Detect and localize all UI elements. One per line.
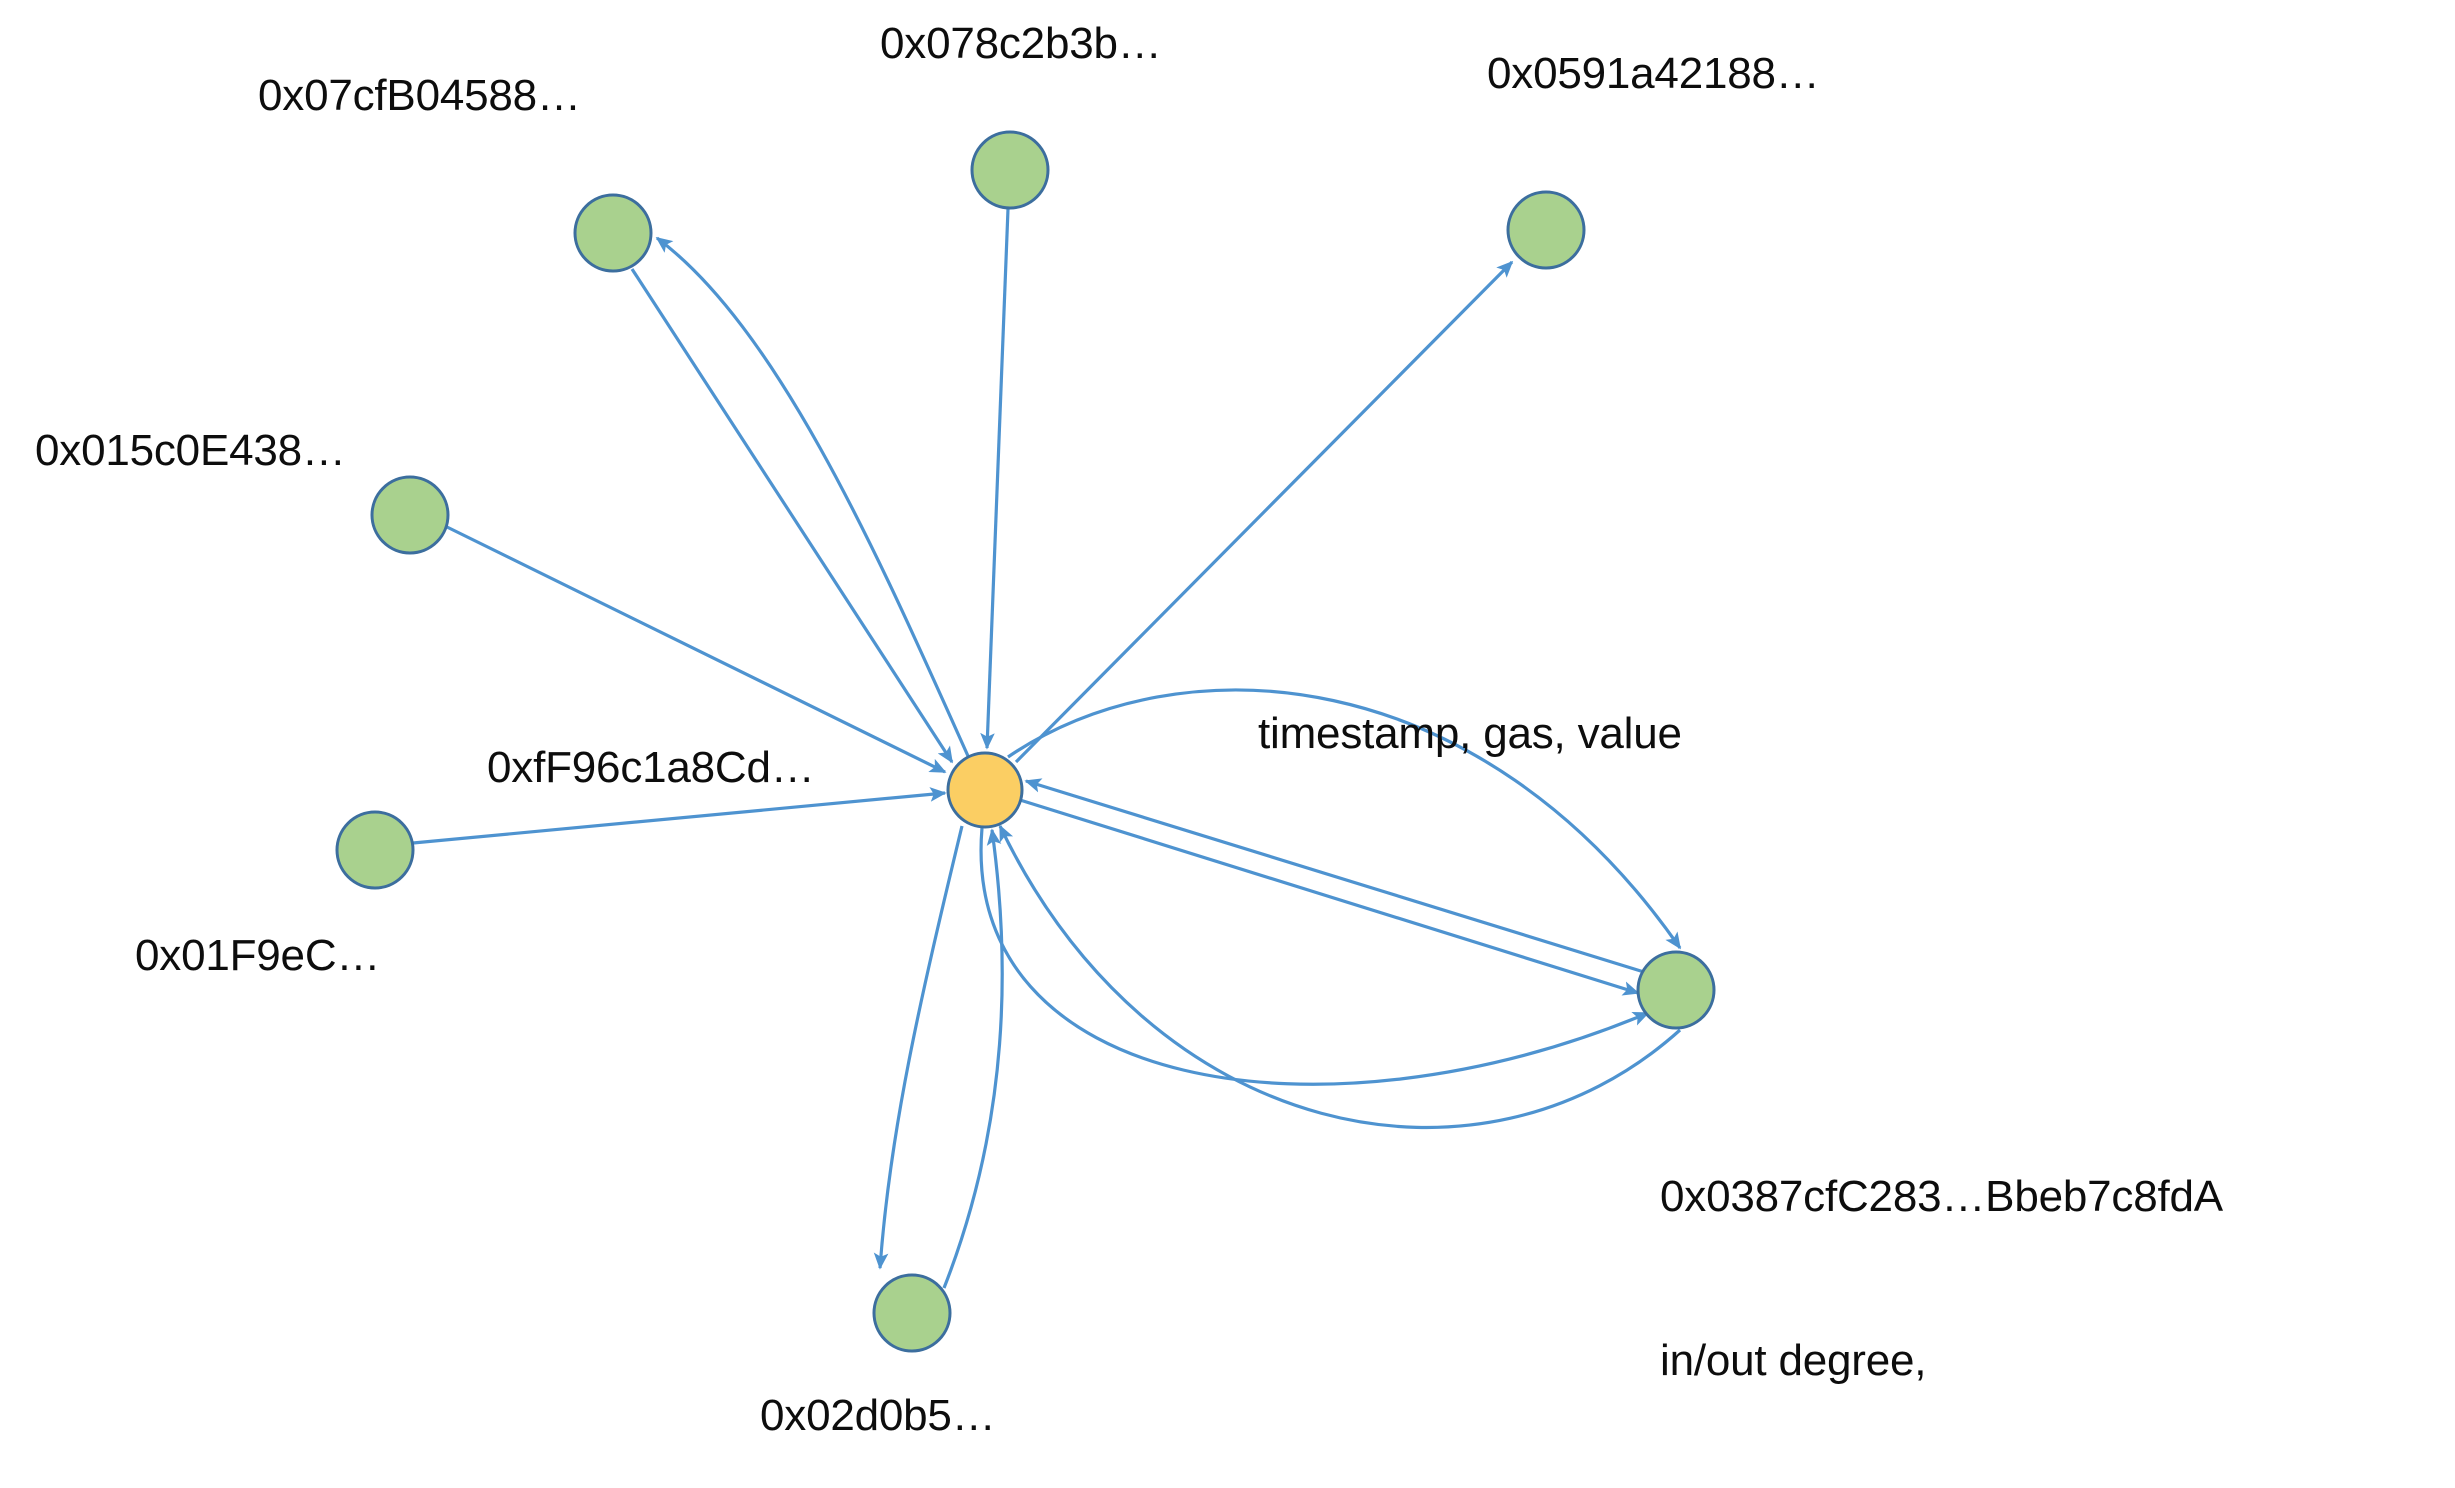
- edge-center-to-02d0b5: [873, 825, 964, 1270]
- edge-center-to-07cfB04588: [655, 236, 970, 757]
- edge-0387cfC283-to-center-upper: [1024, 778, 1645, 974]
- edge-center-to-0387cfC283-straight: [1019, 798, 1640, 996]
- node-label-01F9eC: 0x01F9eC…: [135, 931, 381, 980]
- node-01F9eC[interactable]: [335, 810, 415, 890]
- node-078c2b3b[interactable]: [970, 130, 1050, 210]
- edge-label-transaction-attributes: timestamp, gas, value: [1258, 709, 1682, 758]
- edge-02d0b5-to-center: [942, 828, 1004, 1289]
- edge-078c2b3b-to-center: [980, 208, 1010, 750]
- node-label-07cfB04588: 0x07cfB04588…: [258, 71, 581, 120]
- edge-center-to-0591a42188: [1014, 260, 1514, 764]
- node-label-015c0E438: 0x015c0E438…: [35, 426, 346, 475]
- edge-0387cfC283-to-center-lower: [998, 824, 1682, 1130]
- edges-layer: [412, 208, 1682, 1289]
- node-02d0b5[interactable]: [872, 1273, 952, 1353]
- edge-center-to-0387cfC283-arc: [1007, 688, 1682, 950]
- node-label-0591a42188: 0x0591a42188…: [1487, 49, 1820, 98]
- nodes-layer: [335, 130, 1716, 1353]
- node-feature-block: 0x0387cfC283…Bbeb7c8fdA in/out degree, a…: [1660, 1058, 2223, 1488]
- node-0591a42188[interactable]: [1506, 190, 1586, 270]
- node-015c0E438[interactable]: [370, 475, 450, 555]
- edge-015c0E438-to-center: [446, 525, 947, 774]
- node-label-center-fF96c1a8Cd: 0xfF96c1a8Cd…: [487, 743, 815, 792]
- node-center-fF96c1a8Cd[interactable]: [946, 751, 1024, 829]
- node-feature-line-address: 0x0387cfC283…Bbeb7c8fdA: [1660, 1171, 2223, 1221]
- edge-07cfB04588-to-center: [630, 268, 954, 764]
- edge-01F9eC-to-center: [412, 787, 947, 845]
- node-feature-line-degree: in/out degree,: [1660, 1336, 1927, 1386]
- edge-center-to-0387cfC283-lower-arc: [979, 827, 1650, 1086]
- node-label-078c2b3b: 0x078c2b3b…: [880, 19, 1162, 68]
- node-0387cfC283[interactable]: [1636, 950, 1716, 1030]
- node-07cfB04588[interactable]: [573, 193, 653, 273]
- node-label-02d0b5: 0x02d0b5…: [760, 1391, 996, 1440]
